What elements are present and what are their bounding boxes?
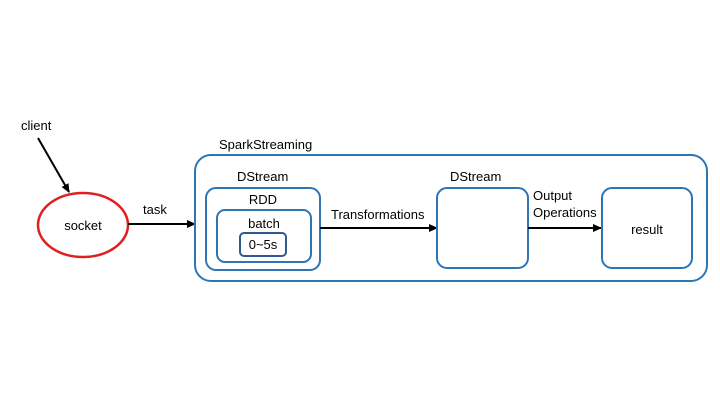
- dstream-output-label: DStream: [450, 169, 501, 184]
- spark-streaming-label: SparkStreaming: [219, 137, 312, 152]
- transformations-label: Transformations: [331, 207, 425, 222]
- spark-streaming-container: [194, 154, 708, 282]
- result-label: result: [631, 222, 663, 237]
- batch-label: batch: [248, 216, 280, 231]
- rdd-label: RDD: [249, 192, 277, 207]
- dstream-input-label: DStream: [237, 169, 288, 184]
- result-box: [601, 187, 693, 269]
- rdd-box: [216, 209, 312, 263]
- interval-label: 0~5s: [249, 237, 278, 252]
- socket-label: socket: [64, 218, 102, 233]
- interval-box: [239, 232, 287, 257]
- task-label: task: [143, 202, 167, 217]
- dstream-output-box: [436, 187, 529, 269]
- output-operations-label-line2: Operations: [533, 205, 597, 220]
- client-label: client: [21, 118, 52, 133]
- output-operations-label-line1: Output: [533, 188, 572, 203]
- client-to-socket-arrow: [37, 137, 70, 193]
